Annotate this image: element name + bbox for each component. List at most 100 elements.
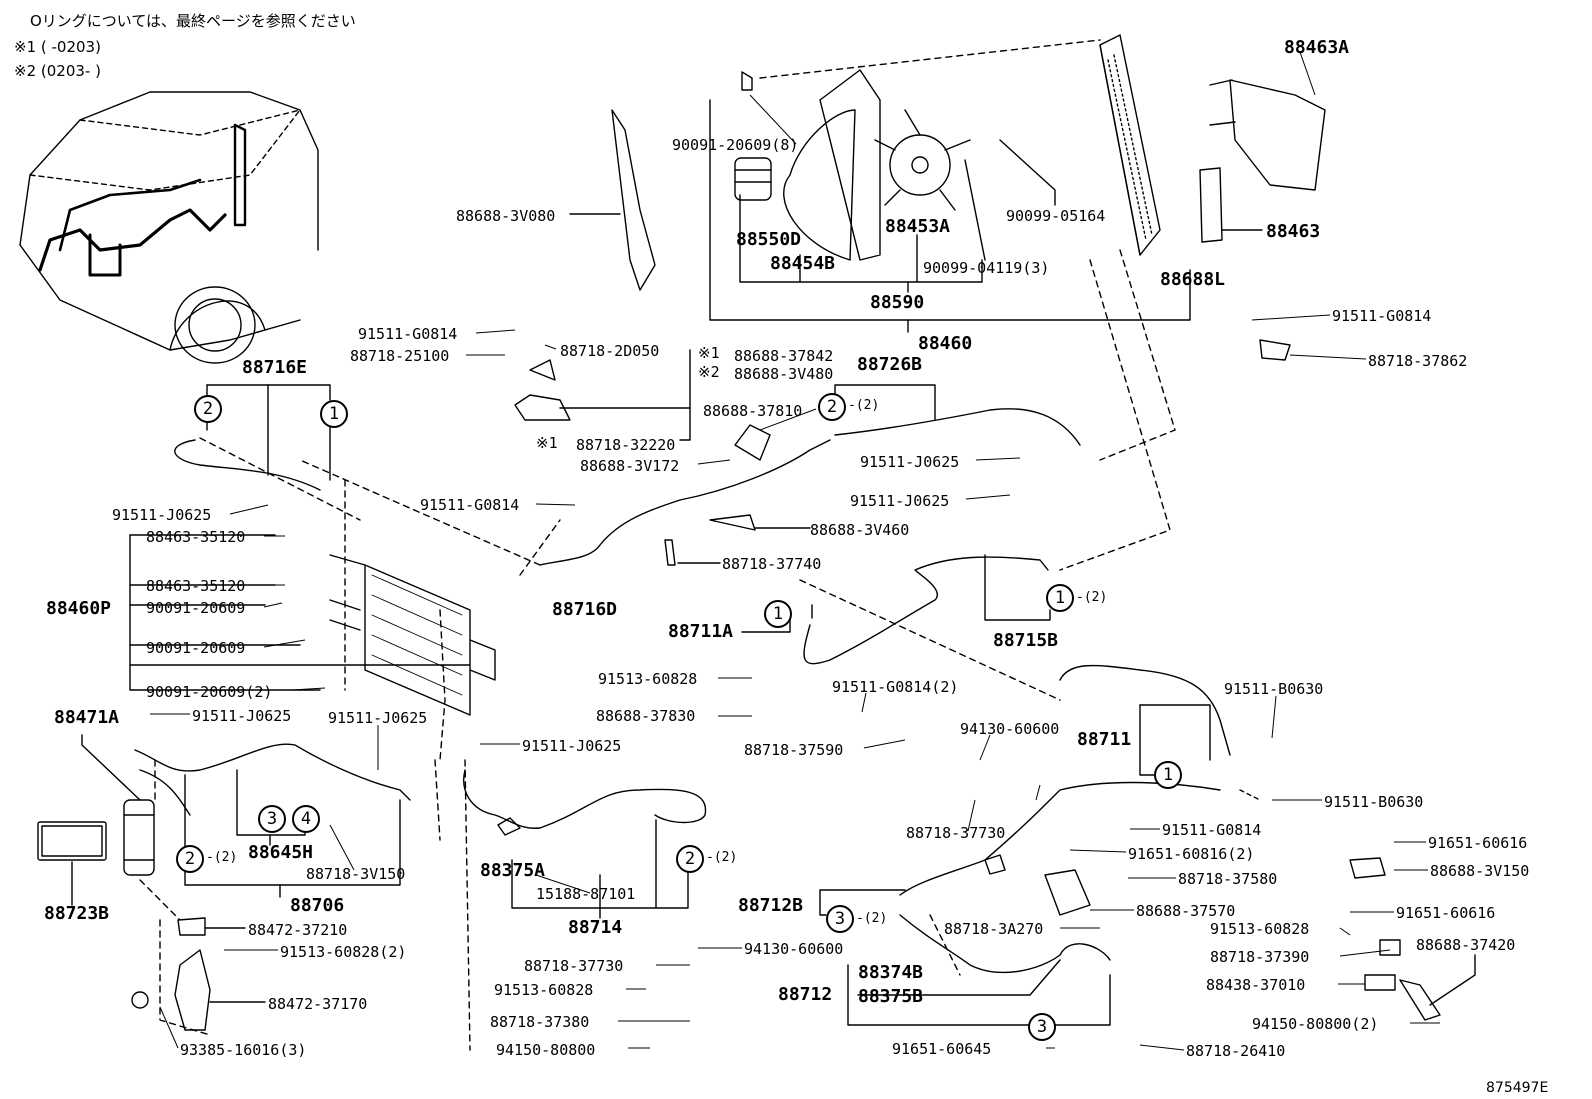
part-number-label: 88550D: [736, 229, 802, 250]
part-number-label: 88463-35120: [146, 528, 246, 546]
part-number-label: 94150-80800: [496, 1041, 596, 1059]
part-number-label: 91511-G0814: [358, 325, 458, 343]
part-number-label: 88463A: [1284, 37, 1350, 58]
part-number-label: 88714: [568, 917, 623, 938]
part-number-label: 91511-J0625: [522, 737, 622, 755]
header-note: Oリングについては、最終ページを参照ください: [30, 12, 356, 30]
part-number-label: 88463-35120: [146, 577, 246, 595]
part-number-label: ※1: [698, 344, 720, 362]
part-number-label: 88375A: [480, 860, 546, 881]
part-number-label: 88688-3V172: [580, 457, 680, 475]
condenser-fan-frame: [1099, 34, 1161, 256]
part-number-label: 88460: [918, 333, 973, 354]
part-number-label: 88688-37810: [703, 402, 803, 420]
reference-circle: 3: [258, 805, 286, 833]
part-number-label: ※1: [536, 434, 558, 452]
part-number-label: 90099-05164: [1006, 207, 1106, 225]
part-number-label: 88718-25100: [350, 347, 450, 365]
part-number-label: 91513-60828: [1210, 920, 1310, 938]
part-number-label: 88718-37740: [722, 555, 822, 573]
part-number-label: 88712B: [738, 895, 804, 916]
part-number-label: 88712: [778, 984, 833, 1005]
figure-code: 875497E: [1486, 1080, 1549, 1096]
part-number-label: 88716E: [242, 357, 308, 378]
part-number-label: 90091-20609(8): [672, 136, 799, 154]
part-number-label: 91513-60828(2): [280, 943, 407, 961]
part-number-label: 88463: [1266, 221, 1321, 242]
part-number-label: 88718-2D050: [560, 342, 660, 360]
part-number-label: 90091-20609(2): [146, 683, 273, 701]
part-number-label: 88718-32220: [576, 436, 676, 454]
part-number-label: 90091-20609: [146, 639, 246, 657]
reference-circle: 1: [1154, 761, 1182, 789]
part-number-label: 88688-3V150: [1430, 862, 1530, 880]
reference-circle: 3: [1028, 1013, 1056, 1041]
part-number-label: 88375B: [858, 986, 924, 1007]
part-number-label: 88688-37830: [596, 707, 696, 725]
part-number-label: 91511-G0814: [420, 496, 520, 514]
quantity-mark: -(2): [706, 850, 738, 865]
part-number-label: 88706: [290, 895, 345, 916]
part-number-label: 91511-J0625: [860, 453, 960, 471]
part-number-label: 91511-G0814: [1162, 821, 1262, 839]
part-number-label: 91651-60645: [892, 1040, 992, 1058]
part-number-label: 88438-37010: [1206, 976, 1306, 994]
part-number-label: 88688L: [1160, 269, 1226, 290]
part-number-label: 91511-J0625: [112, 506, 212, 524]
part-number-label: 88460P: [46, 598, 112, 619]
part-number-label: 94130-60600: [744, 940, 844, 958]
part-number-label: 91651-60816(2): [1128, 845, 1255, 863]
part-number-label: 91651-60616: [1396, 904, 1496, 922]
part-number-label: 88723B: [44, 903, 110, 924]
part-number-label: 88718-3A270: [944, 920, 1044, 938]
part-number-label: 91511-B0630: [1224, 680, 1324, 698]
part-number-label: 94150-80800(2): [1252, 1015, 1379, 1033]
part-number-label: 91511-J0625: [850, 492, 950, 510]
part-number-label: 88688-37570: [1136, 902, 1236, 920]
reference-circle: 1: [764, 600, 792, 628]
part-number-label: 91651-60616: [1428, 834, 1528, 852]
part-number-label: 88688-37420: [1416, 936, 1516, 954]
reference-circle: 2: [676, 845, 704, 873]
part-number-label: 88453A: [885, 216, 951, 237]
part-number-label: 88590: [870, 292, 925, 313]
part-number-label: 88645H: [248, 842, 314, 863]
vehicle-outline: [19, 91, 319, 364]
quantity-mark: -(2): [848, 398, 880, 413]
part-number-label: 88718-37730: [524, 957, 624, 975]
receiver-drier: [37, 799, 155, 876]
part-number-label: 93385-16016(3): [180, 1041, 307, 1059]
part-number-label: 88711A: [668, 621, 734, 642]
part-number-label: 91511-B0630: [1324, 793, 1424, 811]
reference-circle: 1: [320, 400, 348, 428]
part-number-label: 88726B: [857, 354, 923, 375]
header-note: ※2 (0203- ): [14, 62, 101, 80]
part-number-label: 88374B: [858, 962, 924, 983]
header-note: ※1 ( -0203): [14, 38, 101, 56]
part-number-label: 88471A: [54, 707, 120, 728]
part-number-label: 91511-G0814(2): [832, 678, 959, 696]
quantity-mark: -(2): [856, 911, 888, 926]
quantity-mark: -(2): [1076, 590, 1108, 605]
part-number-label: 88718-37380: [490, 1013, 590, 1031]
part-number-label: 88688-3V080: [456, 207, 556, 225]
part-number-label: 90091-20609: [146, 599, 246, 617]
part-number-label: 91511-J0625: [328, 709, 428, 727]
part-number-label: 88718-3V150: [306, 865, 406, 883]
part-number-label: ※2: [698, 363, 720, 381]
part-number-label: 88718-37390: [1210, 948, 1310, 966]
part-number-label: 91511-J0625: [192, 707, 292, 725]
part-number-label: 88718-37580: [1178, 870, 1278, 888]
reference-circle: 3: [826, 905, 854, 933]
part-number-label: 88472-37170: [268, 995, 368, 1013]
reference-circle: 2: [194, 395, 222, 423]
part-number-label: 91513-60828: [494, 981, 594, 999]
part-number-label: 15188-87101: [536, 885, 636, 903]
quantity-mark: -(2): [206, 850, 238, 865]
part-number-label: 91513-60828: [598, 670, 698, 688]
part-number-label: 90099-04119(3): [923, 259, 1050, 277]
condenser-core: [329, 554, 496, 716]
fan-assembly: [734, 39, 1101, 261]
